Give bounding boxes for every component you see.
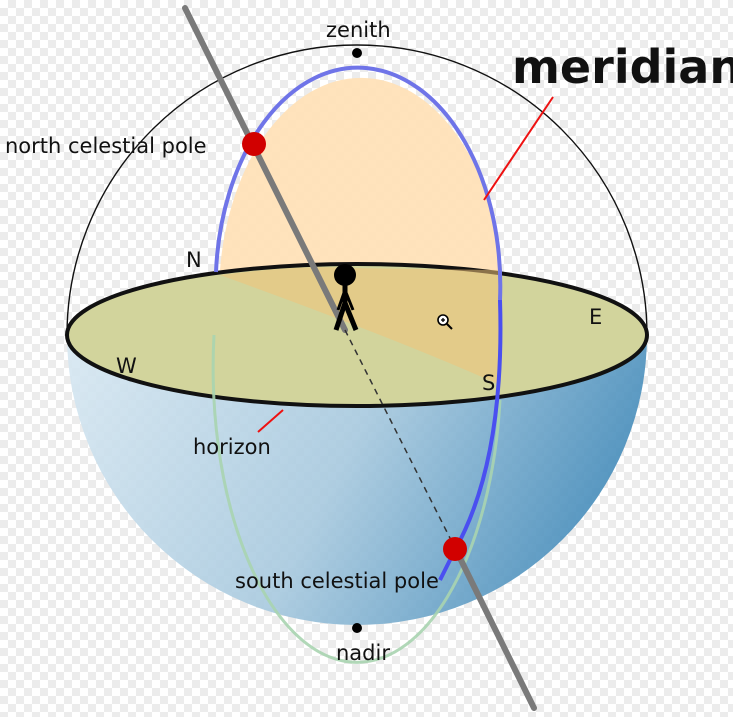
south-label: S (482, 371, 495, 395)
east-label: E (589, 305, 602, 329)
observer-figure-icon (333, 264, 359, 331)
horizon-label: horizon (193, 435, 271, 459)
meridian-label: meridian (512, 40, 733, 94)
north-celestial-pole-label: north celestial pole (5, 134, 207, 158)
lower-hemisphere (67, 335, 647, 625)
north-label: N (186, 248, 202, 272)
nadir-dot (352, 623, 362, 633)
north-celestial-pole-marker (242, 132, 266, 156)
meridian-plane-over-horizon (220, 267, 500, 385)
west-label: W (116, 354, 137, 378)
zenith-label: zenith (326, 18, 391, 42)
horizon-pointer (257, 409, 284, 433)
meridian-pointer (483, 96, 554, 201)
meridian-right-arc (438, 299, 503, 581)
celestial-axis-upper (182, 5, 348, 333)
zenith-dot (352, 48, 362, 58)
nadir-label: nadir (336, 641, 390, 665)
celestial-axis-lower (452, 545, 537, 711)
celestial-sphere-outline (66, 44, 648, 336)
zoom-in-cursor-icon (437, 314, 453, 330)
meridian-upper-arc (214, 65, 503, 301)
celestial-axis-hidden (344, 329, 456, 549)
south-celestial-pole-label: south celestial pole (235, 569, 439, 593)
south-celestial-pole-marker (443, 537, 467, 561)
meridian-lower-arc (211, 334, 502, 664)
